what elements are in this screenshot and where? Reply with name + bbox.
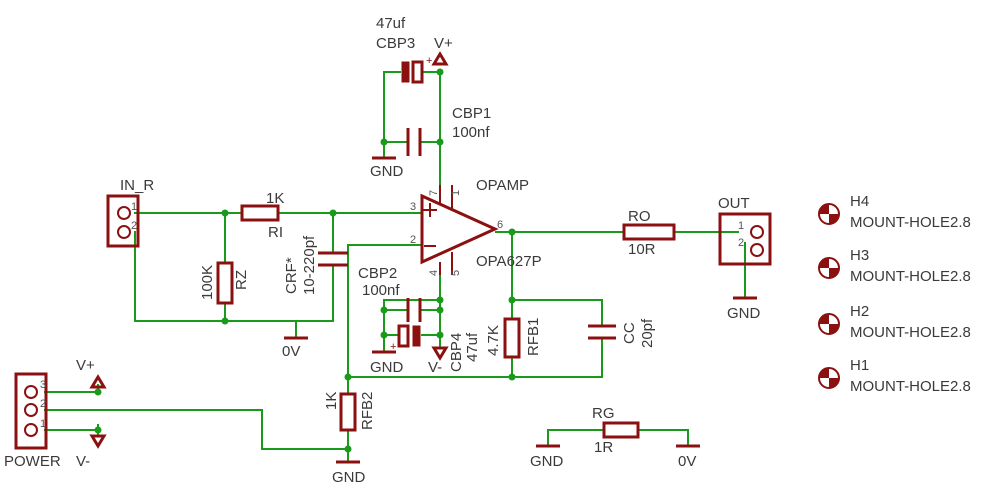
- opamp-pin-4: 4: [428, 270, 440, 276]
- ri-name: RI: [268, 224, 283, 241]
- rfb2-name: RFB2: [359, 392, 376, 430]
- gnd-rg-0v-label: 0V: [678, 453, 696, 470]
- h1-part: MOUNT-HOLE2.8: [850, 378, 971, 395]
- gnd-cbp2-label: GND: [370, 359, 404, 376]
- gnd-0v-label: 0V: [282, 343, 300, 360]
- capacitor-cbp3: +: [401, 55, 432, 84]
- ri-value: 1K: [266, 190, 284, 207]
- resistor-rg: [602, 421, 640, 439]
- h1-name: H1: [850, 357, 869, 374]
- in-r-pin2: 2: [131, 220, 137, 232]
- power-connector: 3 2 1: [14, 372, 48, 450]
- h2-name: H2: [850, 303, 869, 320]
- cbp4-value: 47uf: [464, 332, 481, 362]
- ro-value: 10R: [628, 241, 656, 258]
- in-r-pin1: 1: [131, 201, 137, 213]
- rz-value: 100K: [199, 265, 216, 300]
- vminus-arrow-cbp4: [431, 346, 449, 361]
- opamp-pin-1: 1: [450, 190, 462, 196]
- rg-name: RG: [592, 405, 615, 422]
- crf-value: 10-220pf: [301, 235, 318, 295]
- capacitor-cc: [588, 324, 616, 340]
- power-label: POWER: [4, 453, 61, 470]
- h2-part: MOUNT-HOLE2.8: [850, 324, 971, 341]
- cc-name: CC: [621, 322, 638, 344]
- opamp-part: OPA627P: [476, 253, 542, 270]
- gnd-rfb2-label: GND: [332, 469, 366, 486]
- capacitor-cbp4: +: [390, 324, 421, 353]
- out-pin1: 1: [738, 220, 744, 232]
- rfb1-value: 4.7K: [485, 325, 502, 356]
- rfb1-name: RFB1: [525, 318, 542, 356]
- vminus-arrow-power: [89, 434, 107, 449]
- cbp1-name: CBP1: [452, 105, 491, 122]
- vminus-power-label: V-: [76, 453, 90, 470]
- vplus-arrow-top: [431, 51, 449, 66]
- power-pin1: 1: [40, 418, 46, 430]
- capacitor-cbp1: [406, 128, 422, 156]
- gnd-out-label: GND: [727, 305, 761, 322]
- crf-name: CRF*: [283, 257, 300, 294]
- opamp-pin-3: 3: [410, 201, 416, 213]
- vplus-top-label: V+: [434, 35, 453, 52]
- in-r-connector: 1 2: [106, 194, 140, 248]
- h4-name: H4: [850, 193, 869, 210]
- opamp-name: OPAMP: [476, 177, 529, 194]
- cbp4-plus: +: [390, 341, 396, 353]
- mount-hole-h1: [818, 367, 840, 389]
- out-connector: 1 2: [718, 212, 772, 266]
- capacitor-cbp2: [406, 298, 422, 322]
- cbp3-plus: +: [426, 55, 432, 67]
- opamp-pin-5: 5: [450, 270, 462, 276]
- vplus-power-label: V+: [76, 357, 95, 374]
- resistor-rz: [216, 261, 234, 305]
- cbp2-name: CBP2: [358, 265, 397, 282]
- cbp3-name: CBP3: [376, 35, 415, 52]
- resistor-ri: [240, 204, 280, 222]
- rg-value: 1R: [594, 439, 613, 456]
- h3-part: MOUNT-HOLE2.8: [850, 268, 971, 285]
- cc-value: 20pf: [639, 318, 656, 348]
- gnd-cbp1-label: GND: [370, 163, 404, 180]
- resistor-ro: [622, 223, 676, 241]
- opamp-symbol: [420, 185, 499, 275]
- junction-dots: [94, 68, 516, 453]
- opamp-pin-6: 6: [497, 219, 503, 231]
- mount-hole-h2: [818, 313, 840, 335]
- gnd-rg-label: GND: [530, 453, 564, 470]
- vminus-cbp4-label: V-: [428, 359, 442, 376]
- h3-name: H3: [850, 247, 869, 264]
- cbp1-value: 100nf: [452, 124, 490, 141]
- rfb2-value: 1K: [323, 392, 340, 410]
- cbp2-value: 100nf: [362, 282, 400, 299]
- capacitor-crf: [318, 251, 348, 267]
- h4-part: MOUNT-HOLE2.8: [850, 214, 971, 231]
- rz-name: RZ: [233, 270, 250, 290]
- ro-name: RO: [628, 208, 651, 225]
- cbp3-value: 47uf: [376, 15, 406, 32]
- opamp-pin-7: 7: [428, 190, 440, 196]
- resistor-rfb2: [339, 392, 357, 432]
- mount-hole-h3: [818, 257, 840, 279]
- cbp4-name: CBP4: [448, 333, 465, 372]
- opamp-pin-2: 2: [410, 234, 416, 246]
- power-pin3: 3: [40, 379, 46, 391]
- vplus-arrow-power: [89, 374, 107, 389]
- resistor-rfb1: [503, 317, 521, 359]
- mount-hole-h4: [818, 203, 840, 225]
- out-pin2: 2: [738, 237, 744, 249]
- power-pin2: 2: [40, 398, 46, 410]
- out-label: OUT: [718, 195, 750, 212]
- in-r-label: IN_R: [120, 177, 154, 194]
